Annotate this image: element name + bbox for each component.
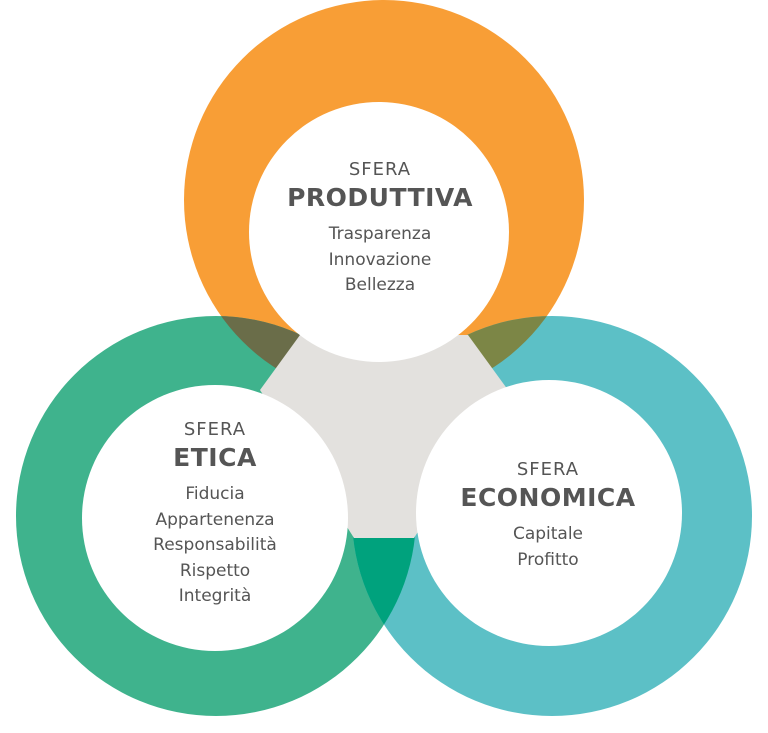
sphere-item: Innovazione — [328, 249, 432, 270]
sphere-prefix: SFERA — [516, 459, 580, 480]
sphere-item: Rispetto — [179, 560, 251, 581]
sphere-item: Responsabilità — [153, 535, 277, 555]
sphere-item: Fiducia — [185, 484, 245, 504]
sphere-title: ETICA — [173, 443, 257, 472]
sphere-title: ECONOMICA — [460, 483, 636, 512]
sphere-item: Appartenenza — [155, 509, 275, 530]
sphere-label-produttiva: SFERA PRODUTTIVA Trasparenza Innovazione… — [260, 158, 500, 299]
sphere-prefix: SFERA — [348, 159, 412, 180]
inner-circle-economica — [416, 380, 682, 646]
sphere-item: Capitale — [512, 524, 584, 544]
sphere-items: Trasparenza Innovazione Bellezza — [260, 222, 500, 299]
sphere-items: Fiducia Appartenenza Responsabilità Risp… — [95, 482, 335, 610]
inner-circle-etica — [82, 385, 348, 651]
sphere-item: Integrità — [178, 586, 252, 606]
sphere-item: Trasparenza — [328, 224, 432, 244]
sphere-prefix: SFERA — [183, 419, 247, 440]
sphere-title: PRODUTTIVA — [287, 183, 473, 212]
sphere-item: Bellezza — [344, 275, 416, 295]
sphere-label-etica: SFERA ETICA Fiducia Appartenenza Respons… — [95, 418, 335, 610]
inner-circle-produttiva — [249, 102, 509, 362]
sphere-item: Profitto — [517, 549, 579, 570]
sphere-label-economica: SFERA ECONOMICA Capitale Profitto — [428, 458, 668, 573]
sphere-items: Capitale Profitto — [428, 522, 668, 573]
